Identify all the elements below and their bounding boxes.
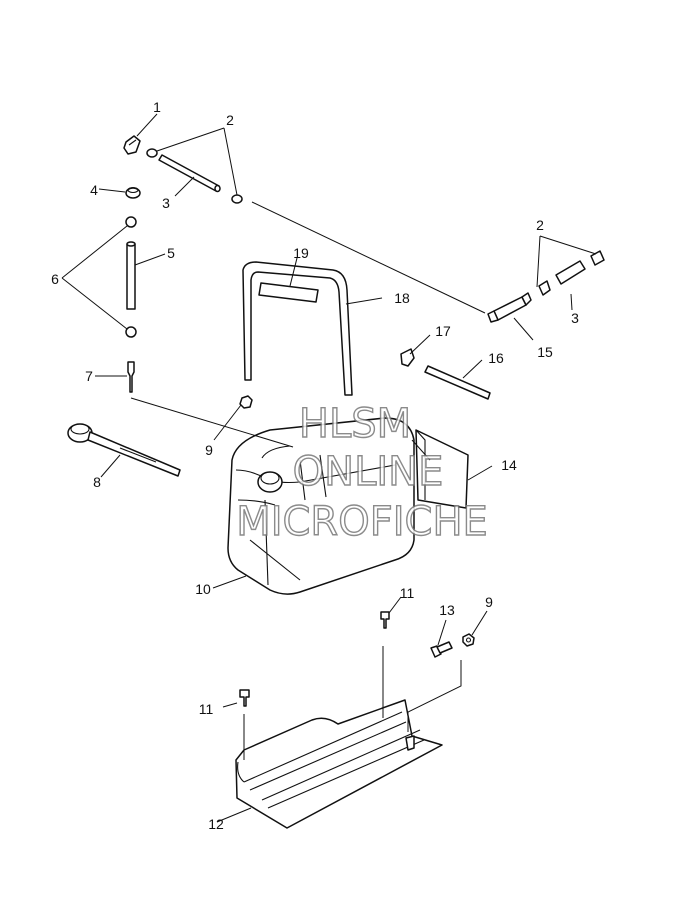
part-7-fitting [127, 361, 135, 393]
watermark-line-1: HLSM [299, 401, 411, 447]
callout-16: 16 [488, 350, 504, 366]
callout-9-lower: 9 [485, 594, 493, 610]
watermark: HLSM ONLINE MICROFICHE [235, 400, 488, 545]
part-3-hose-right [555, 260, 586, 285]
part-2-clamp-right [538, 250, 605, 296]
part-18-strap [242, 261, 353, 396]
callout-5: 5 [167, 245, 175, 261]
part-10-fuel-tank [227, 417, 415, 595]
callout-7: 7 [85, 368, 93, 384]
part-11-bolt [380, 611, 390, 629]
part-6-clamp [125, 216, 137, 338]
leader-lines [61, 113, 597, 823]
callout-2: 2 [226, 112, 234, 128]
callout-labels: 1 2 3 4 5 6 7 8 9 10 11 12 13 14 15 16 1… [51, 99, 579, 832]
callout-3: 3 [162, 195, 170, 211]
callout-17: 17 [435, 323, 451, 339]
part-9-nut [239, 395, 253, 409]
part-19-pad [258, 282, 319, 303]
callout-4: 4 [90, 182, 98, 198]
part-4-grommet [125, 186, 141, 199]
callout-11: 11 [199, 701, 214, 717]
part-14-heat-shield [415, 429, 469, 509]
callout-9: 9 [205, 442, 213, 458]
watermark-line-3: MICROFICHE [236, 499, 488, 545]
part-12-skid-plate [235, 699, 443, 829]
callout-8: 8 [93, 474, 101, 490]
callout-6: 6 [51, 271, 59, 287]
part-16-hose [424, 365, 491, 400]
part-3-hose [158, 154, 221, 193]
callout-1: 1 [153, 99, 161, 115]
callout-3-right: 3 [571, 310, 579, 326]
watermark-line-2: ONLINE [293, 449, 444, 495]
callout-2-right: 2 [536, 217, 544, 233]
callout-13: 13 [439, 602, 455, 618]
callout-14: 14 [501, 457, 517, 473]
callout-19: 19 [293, 245, 309, 261]
callout-12: 12 [208, 816, 224, 832]
part-11-bolt-lower [239, 689, 250, 707]
part-9-nut-lower [462, 633, 475, 647]
part-15-valve [487, 292, 532, 323]
part-13-bolt [430, 641, 453, 658]
part-1-elbow-fitting [123, 135, 141, 155]
callout-18: 18 [394, 290, 410, 306]
part-5-hose [126, 241, 136, 310]
callout-15: 15 [537, 344, 553, 360]
callout-10: 10 [195, 581, 211, 597]
callout-11-upper: 11 [400, 585, 415, 601]
part-8-fuel-gauge [67, 423, 181, 477]
